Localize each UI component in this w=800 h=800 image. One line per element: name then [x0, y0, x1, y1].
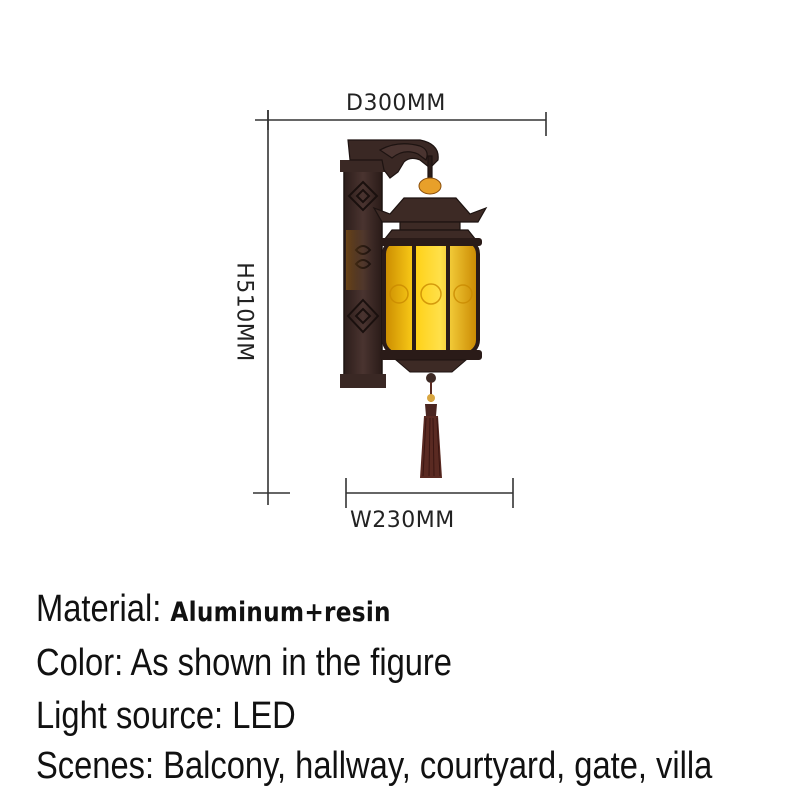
- scenes-spec: Scenes: Balcony, hallway, courtyard, gat…: [36, 743, 712, 789]
- color-label: Color:: [36, 642, 131, 684]
- material-label: Material:: [36, 588, 171, 630]
- tassel: [420, 382, 442, 478]
- wall-backplate: [340, 160, 386, 388]
- bottom-knob: [426, 373, 436, 383]
- material-spec: Material: Aluminum+resin: [36, 586, 391, 636]
- hook-arm: [347, 139, 439, 183]
- color-spec: Color: As shown in the figure: [36, 640, 452, 686]
- color-value: As shown in the figure: [130, 642, 452, 684]
- light-source-value: LED: [232, 695, 296, 737]
- lantern-body: [380, 238, 482, 360]
- width-label: W230MM: [350, 508, 455, 533]
- bottom-cap: [394, 359, 468, 373]
- material-value: Aluminum+resin: [170, 597, 391, 628]
- scenes-label: Scenes:: [36, 745, 164, 787]
- top-bead: [418, 177, 442, 195]
- light-source-label: Light source:: [36, 695, 233, 737]
- light-source-spec: Light source: LED: [36, 693, 296, 739]
- depth-label: D300MM: [346, 91, 446, 116]
- scenes-value: Balcony, hallway, courtyard, gate, villa: [163, 745, 713, 787]
- pagoda-roof: [372, 197, 488, 241]
